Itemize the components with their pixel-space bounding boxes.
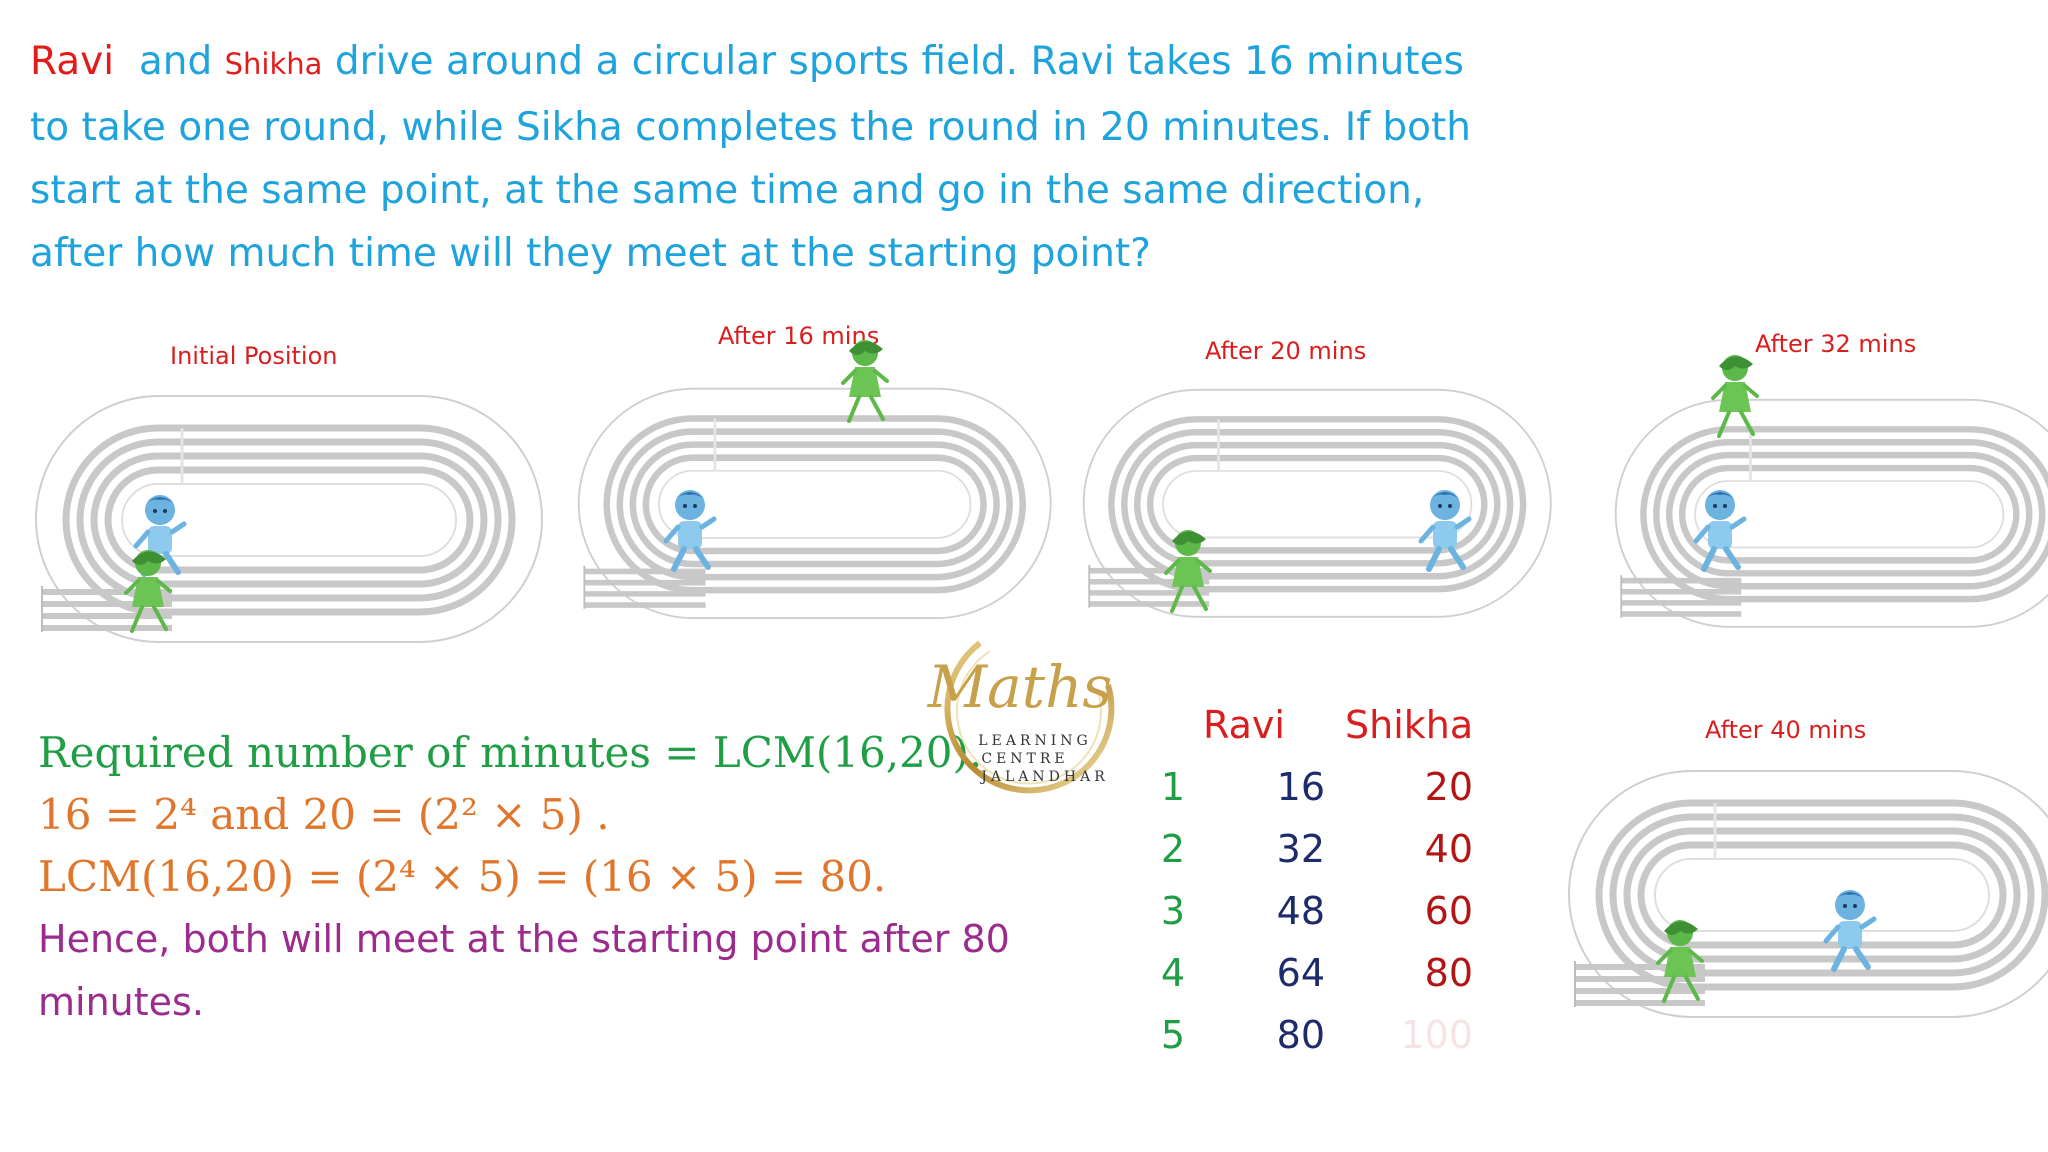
- svg-text:LEARNING: LEARNING: [978, 733, 1091, 749]
- problem-line-4: after how much time will they meet at th…: [30, 231, 1151, 276]
- table-header-shikha: Shikha: [1345, 703, 1474, 747]
- maths-learning-centre-logo: Maths LEARNING CENTRE JALANDHAR: [927, 640, 1115, 794]
- track-40: [1565, 725, 2048, 1035]
- table-cell-ravi: 64: [1276, 951, 1325, 995]
- ravi-figure: [1820, 885, 1880, 975]
- shikha-figure: [835, 335, 895, 425]
- ravi-figure: [1690, 485, 1750, 575]
- table-header-ravi: Ravi: [1203, 703, 1285, 747]
- solution-line-5: minutes.: [38, 980, 204, 1024]
- table-cell-ravi: 32: [1276, 827, 1325, 871]
- name-shikha: Shikha: [224, 47, 323, 81]
- solution-line-2: 16 = 2⁴ and 20 = (2² × 5) .: [38, 790, 610, 839]
- table-cell-ravi: 16: [1276, 765, 1325, 809]
- problem-line-1-text: drive around a circular sports field. Ra…: [334, 39, 1464, 84]
- shikha-figure: [118, 545, 178, 635]
- track-initial: [32, 350, 552, 650]
- svg-text:CENTRE: CENTRE: [981, 751, 1068, 767]
- track-label-20: After 20 mins: [1205, 337, 1367, 365]
- svg-text:JALANDHAR: JALANDHAR: [979, 769, 1108, 785]
- track-16: [575, 345, 1060, 635]
- shikha-figure: [1158, 525, 1218, 615]
- solution-line-3: LCM(16,20) = (2⁴ × 5) = (16 × 5) = 80.: [38, 852, 887, 901]
- ravi-figure: [1415, 485, 1475, 575]
- table-row-index: 2: [1160, 827, 1185, 871]
- table-cell-shikha: 40: [1424, 827, 1473, 871]
- problem-line-3: start at the same point, at the same tim…: [30, 168, 1425, 213]
- table-cell-ravi: 80: [1276, 1013, 1325, 1057]
- table-cell-shikha: 60: [1424, 889, 1473, 933]
- track-label-32: After 32 mins: [1755, 330, 1917, 358]
- table-cell-shikha: 20: [1424, 765, 1473, 809]
- track-label-initial: Initial Position: [170, 342, 338, 370]
- svg-text:Maths: Maths: [927, 653, 1112, 721]
- track-20: [1080, 345, 1560, 635]
- track-32: [1612, 355, 2048, 645]
- solution-line-4: Hence, both will meet at the starting po…: [38, 917, 1010, 961]
- table-row-index: 5: [1160, 1013, 1185, 1057]
- problem-line-2: to take one round, while Sikha completes…: [30, 105, 1471, 150]
- table-row-index: 4: [1160, 951, 1185, 995]
- solution-line-1: Required number of minutes = LCM(16,20).: [38, 728, 983, 777]
- table-row-index: 1: [1160, 765, 1185, 809]
- problem-statement: Ravi and Shikha drive around a circular …: [30, 30, 1510, 285]
- problem-line-1: Ravi and Shikha drive around a circular …: [30, 39, 1464, 84]
- table-cell-shikha: 100: [1400, 1013, 1473, 1057]
- track-label-16: After 16 mins: [718, 322, 880, 350]
- track-label-40: After 40 mins: [1705, 716, 1867, 744]
- ravi-figure: [660, 485, 720, 575]
- shikha-figure: [1705, 350, 1765, 440]
- shikha-figure: [1650, 915, 1710, 1005]
- table-cell-ravi: 48: [1276, 889, 1325, 933]
- table-row-index: 3: [1160, 889, 1185, 933]
- table-cell-shikha: 80: [1424, 951, 1473, 995]
- name-ravi: Ravi: [30, 39, 115, 84]
